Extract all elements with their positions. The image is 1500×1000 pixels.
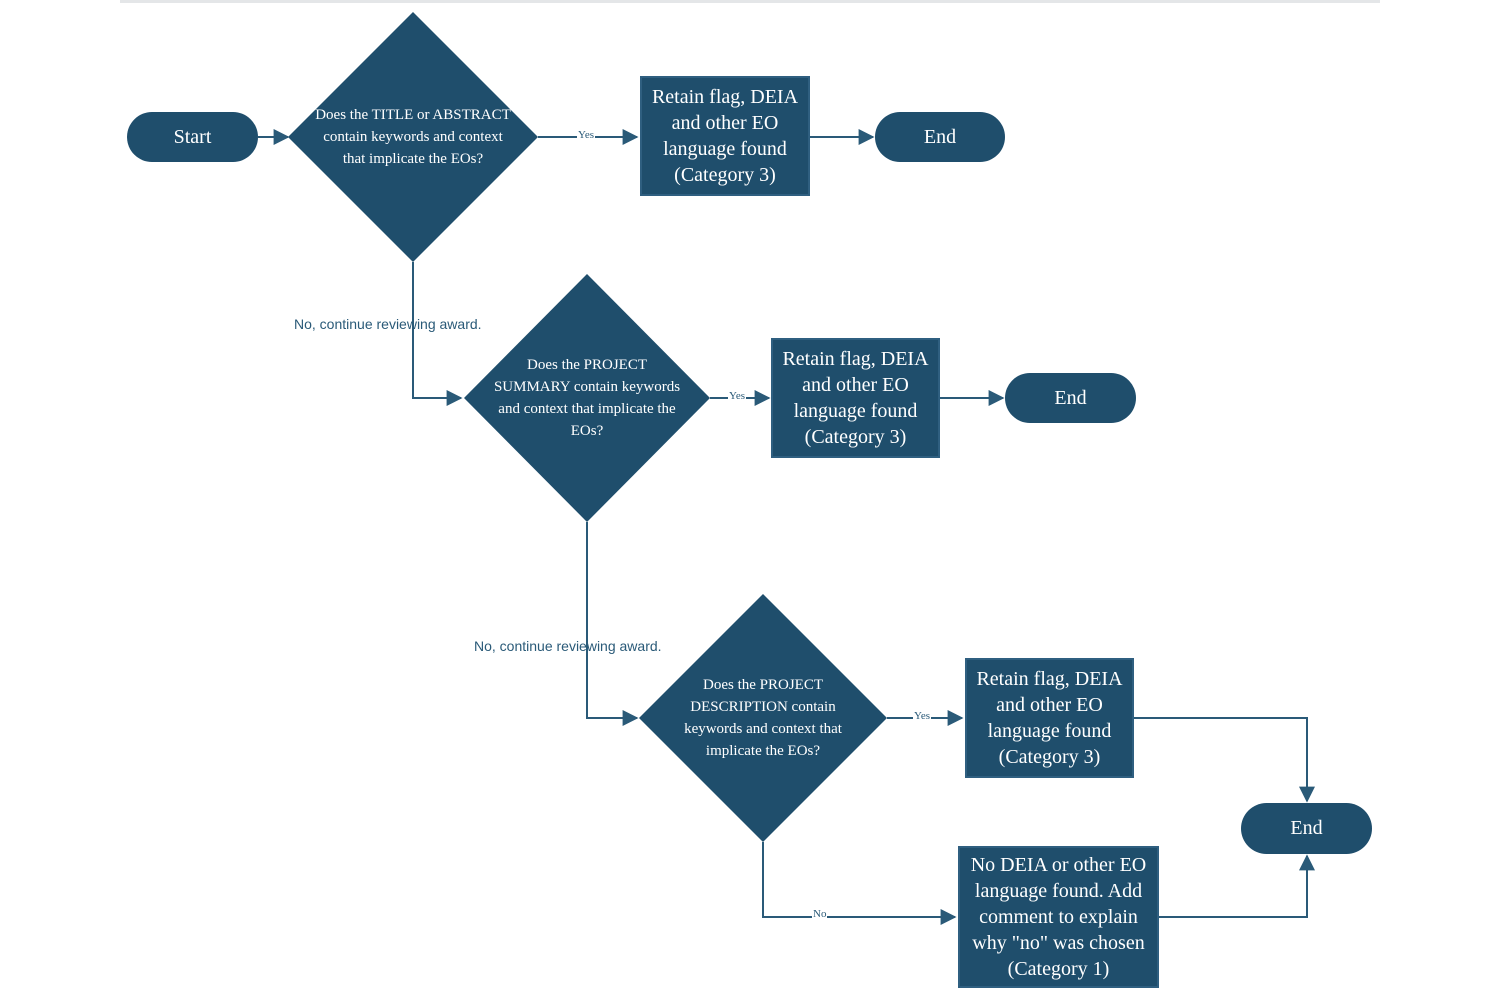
decision-diamond-3 <box>639 594 887 842</box>
yes-label-1: Yes <box>577 129 596 141</box>
top-divider <box>120 0 1380 3</box>
yes-label-3: Yes <box>913 710 932 722</box>
end-terminal-2: End <box>1005 373 1136 423</box>
connector-outcome4-to-end <box>1159 854 1315 918</box>
end-label: End <box>1054 386 1087 409</box>
no-continue-label-2: No, continue reviewing award. <box>474 638 662 654</box>
start-label: Start <box>173 125 212 148</box>
connector-decision2-no <box>586 522 639 726</box>
decision-2-text: Does the PROJECT SUMMARY contain keyword… <box>493 357 681 439</box>
connector-decision1-no <box>412 262 463 406</box>
outcome-box-3: Retain flag, DEIA and other EO language … <box>965 658 1134 778</box>
decision-3-text: Does the PROJECT DESCRIPTION contain key… <box>684 677 842 759</box>
decision-1-text: Does the TITLE or ABSTRACT contain keywo… <box>315 107 511 167</box>
end-label: End <box>1290 817 1323 839</box>
outcome-box-2: Retain flag, DEIA and other EO language … <box>771 338 940 458</box>
no-label: No <box>812 908 828 920</box>
decision-diamond-2 <box>464 274 710 522</box>
connector-decision3-no <box>762 842 957 925</box>
connector-outcome3-to-end <box>1134 717 1315 803</box>
end-terminal-1: End <box>875 112 1005 162</box>
outcome-box-1: Retain flag, DEIA and other EO language … <box>640 76 810 196</box>
no-continue-label-1: No, continue reviewing award. <box>294 316 482 332</box>
outcome-box-4: No DEIA or other EO language found. Add … <box>958 846 1159 988</box>
end-terminal-3: End <box>1241 803 1372 854</box>
end-label: End <box>923 125 957 148</box>
start-terminal: Start <box>127 112 258 162</box>
yes-label-2: Yes <box>728 390 747 402</box>
decision-diamond-1 <box>288 12 538 262</box>
